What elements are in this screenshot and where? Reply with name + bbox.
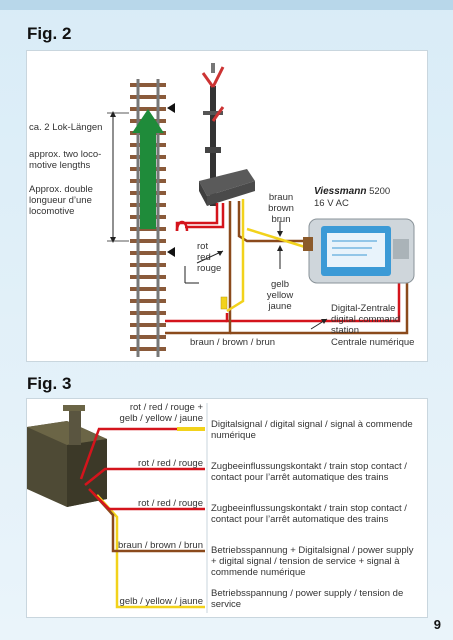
fig3-panel: rot / red / rouge + gelb / yellow / jaun… (26, 398, 428, 618)
wire-red-f3-a (84, 467, 205, 486)
f3-desc-4c: commende numérique (211, 567, 306, 578)
gelb-label-3: jaune (268, 301, 292, 312)
isolation-marker-bottom (167, 247, 175, 257)
f3-desc-1b: numérique (211, 430, 256, 441)
f3-desc-4b: + digital signal / tension de service + … (211, 556, 400, 567)
f3-desc-5b: service (211, 599, 242, 610)
wire-yellow (226, 199, 245, 313)
wire-red-f3-b (88, 488, 205, 511)
f3-desc-3b: contact pour l’arrêt automatique des tra… (211, 514, 389, 525)
fig3-title: Fig. 3 (27, 374, 72, 393)
rot-label-3: rouge (197, 263, 222, 274)
f3-desc-4a: Betriebsspannung + Digitalsignal / power… (211, 545, 414, 556)
f3-color-1a: rot / red / rouge + (129, 402, 203, 413)
braun-label-2: brown (268, 203, 294, 214)
fig2-title: Fig. 2 (27, 24, 72, 43)
wire-red-central (225, 266, 401, 323)
length-label-6: locomotive (29, 206, 75, 217)
central-label-2: digital command (331, 314, 401, 325)
gelb-label-1: gelb (271, 279, 289, 290)
yellow-connector (220, 296, 228, 310)
f3-desc-3a: Zugbeeinflussungskontakt / train stop co… (211, 503, 407, 514)
length-label-5: longueur d’une (29, 195, 92, 206)
signal-base-icon (27, 405, 107, 507)
isolation-marker-top (167, 103, 175, 113)
direction-arrow-icon (132, 109, 164, 229)
length-label-4: Approx. double (29, 184, 93, 195)
f3-desc-1a: Digitalsignal / digital signal / signal … (211, 419, 413, 430)
fig2-panel: ca. 2 Lok-Längen approx. two loco- motiv… (26, 50, 428, 362)
f3-color-4: braun / brown / brun (117, 540, 203, 551)
page-number: 9 (433, 617, 441, 632)
f3-color-5: gelb / yellow / jaune (119, 596, 203, 607)
f3-desc-2b: contact pour l’arrêt automatique des tra… (211, 472, 389, 483)
fig2-diagram (107, 63, 415, 357)
length-label-1: ca. 2 Lok-Längen (29, 122, 103, 133)
bottom-wire-label: braun / brown / brun (190, 337, 276, 348)
top-band (0, 0, 453, 10)
braun-label-1: braun (268, 192, 294, 203)
f3-desc-2a: Zugbeeinflussungskontakt / train stop co… (211, 461, 407, 472)
f3-desc-5a: Betriebsspannung / power supply / tensio… (211, 588, 404, 599)
central-label-1: Digital-Zentrale (331, 303, 396, 314)
voltage-label: 16 V AC (314, 198, 349, 209)
fig3-diagram (27, 403, 208, 613)
f3-color-1b: gelb / yellow / jaune (119, 413, 203, 424)
central-label-3: station (331, 325, 359, 336)
f3-color-3: rot / red / rouge (138, 498, 203, 509)
rot-label-2: red (197, 252, 211, 263)
wire-yellow-stripe (177, 427, 205, 431)
length-label-2: approx. two loco- (29, 149, 102, 160)
digital-central-icon (303, 218, 415, 284)
signal-icon (199, 63, 255, 206)
brand-line: Viessmann 5200 (314, 186, 390, 198)
central-label-4: Centrale numérique (331, 337, 415, 348)
gelb-label-2: yellow (266, 290, 294, 301)
braun-label-3: brun (271, 214, 291, 225)
f3-color-2: rot / red / rouge (138, 458, 203, 469)
rot-label-1: rot (197, 241, 209, 252)
wire-red-b (185, 203, 225, 229)
model-number: 5200 (369, 186, 391, 197)
viessmann-logo: Viessmann (314, 186, 367, 197)
length-label-3: motive lengths (29, 160, 91, 171)
